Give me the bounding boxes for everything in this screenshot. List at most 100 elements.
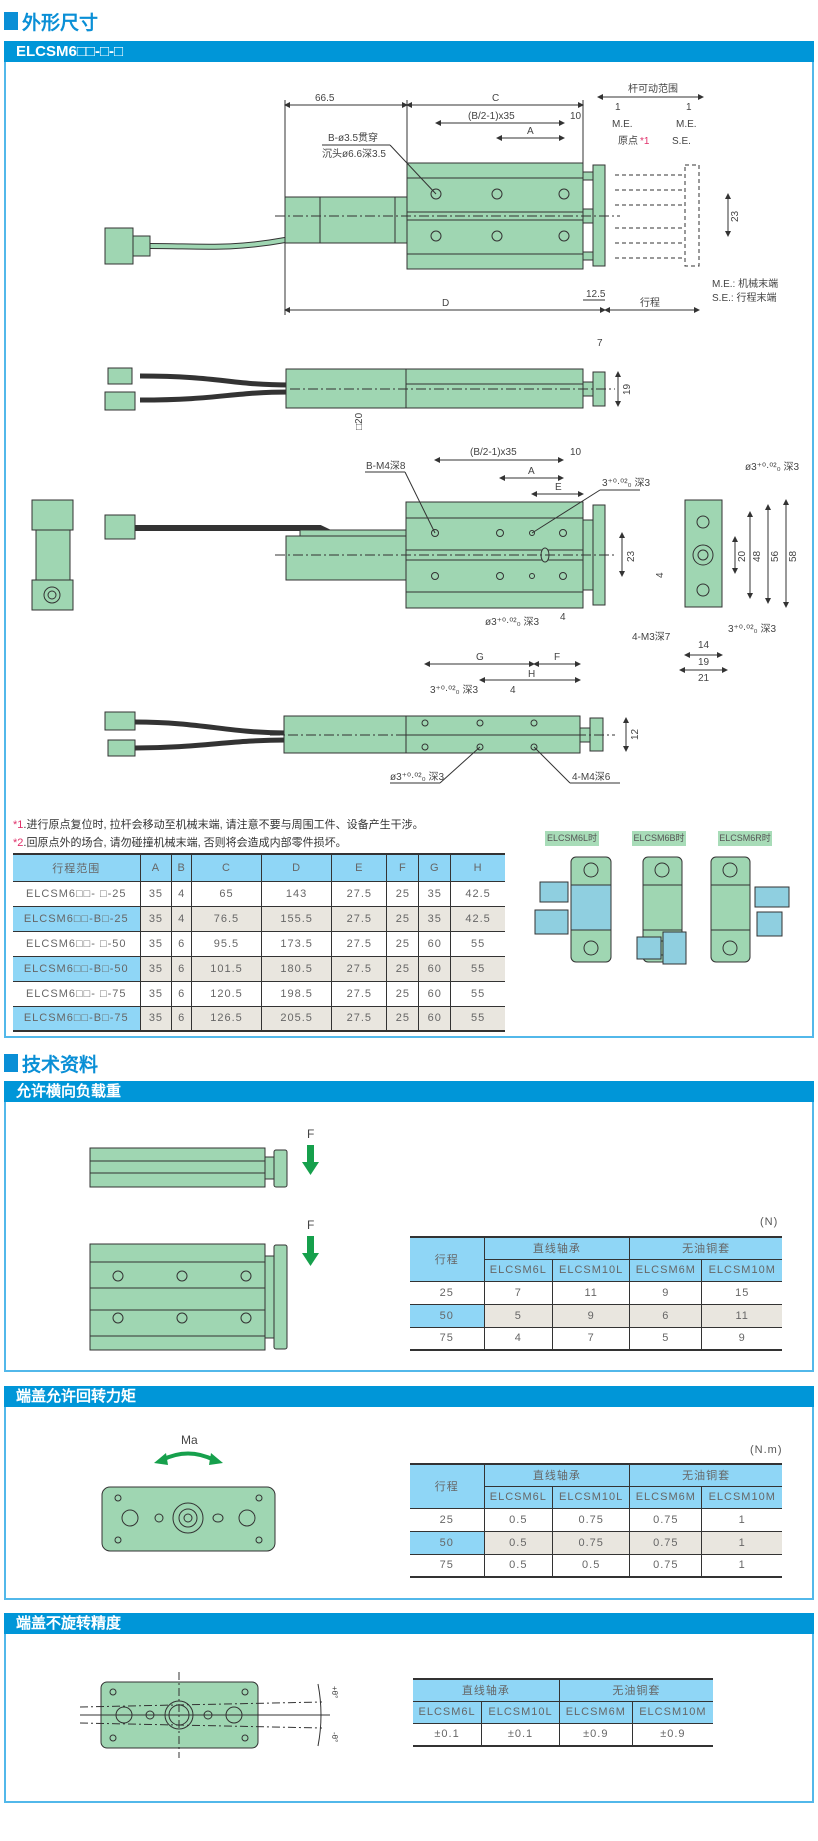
stroke-cell: 25 (410, 1507, 484, 1531)
load-unit: (N) (760, 1216, 779, 1228)
table-cell: 27.5 (331, 930, 387, 956)
value-cell: 1 (701, 1507, 782, 1531)
row-model: ELCSM6□□- □-25 (13, 880, 140, 906)
value-cell: 0.5 (552, 1553, 630, 1577)
column-header: 行程范围 (13, 854, 140, 881)
value-cell: 5 (629, 1326, 702, 1350)
group-header: 直线轴承 (483, 1463, 630, 1486)
table-cell: 205.5 (261, 1005, 332, 1031)
model-header: ELCSM6L (483, 1485, 553, 1508)
value-cell: 0.75 (629, 1530, 702, 1554)
table-cell: 4 (171, 905, 192, 931)
table-cell: 25 (386, 1005, 419, 1031)
stroke-header: 行程 (410, 1463, 484, 1508)
model-header: ELCSM6M (558, 1700, 633, 1723)
table-cell: 65 (190, 880, 262, 906)
stroke-cell: 50 (410, 1303, 484, 1327)
row-model: ELCSM6□□- □-75 (13, 980, 140, 1006)
table-cell: 60 (418, 955, 451, 981)
group-header: 直线轴承 (483, 1236, 630, 1259)
stroke-cell: 75 (410, 1553, 484, 1577)
table-group-header-row: 行程直线轴承无油铜套 (410, 1236, 782, 1281)
row-model: ELCSM6□□-B□-75 (13, 1005, 140, 1031)
model-header: ELCSM10M (631, 1700, 713, 1723)
table-cell: 6 (171, 930, 192, 956)
column-header: E (331, 854, 387, 881)
column-header: G (418, 854, 451, 881)
model-header: ELCSM6L (483, 1258, 553, 1281)
precision-title-bar: 端盖不旋转精度 (4, 1613, 814, 1634)
column-header: A (139, 854, 172, 881)
table-cell: 95.5 (190, 930, 262, 956)
value-cell: 6 (629, 1303, 702, 1327)
table-cell: 25 (386, 880, 419, 906)
column-header: D (261, 854, 332, 881)
model-header: ELCSM10L (552, 1258, 630, 1281)
note-mark: *2 (13, 837, 24, 849)
value-cell: 0.5 (483, 1507, 553, 1531)
value-cell: ±0.1 (413, 1722, 482, 1746)
table-group-header-row: 直线轴承无油铜套 (413, 1678, 713, 1701)
table-cell: 35 (418, 880, 451, 906)
column-header: B (171, 854, 192, 881)
table-cell: 6 (171, 955, 192, 981)
value-cell: 9 (629, 1280, 702, 1304)
stroke-cell: 75 (410, 1326, 484, 1350)
value-cell: 0.75 (629, 1507, 702, 1531)
table-cell: 198.5 (261, 980, 332, 1006)
table-cell: 42.5 (450, 905, 505, 931)
value-cell: 0.5 (483, 1530, 553, 1554)
table-cell: 173.5 (261, 930, 332, 956)
stroke-header: 行程 (410, 1236, 484, 1281)
model-header: ELCSM6L (413, 1700, 482, 1723)
value-cell: 0.75 (552, 1507, 630, 1531)
table-cell: 6 (171, 1005, 192, 1031)
value-cell: 11 (552, 1280, 630, 1304)
value-cell: ±0.9 (558, 1722, 633, 1746)
note-1: *1.进行原点复位时, 拉杆会移动至机械末端, 请注意不要与周围工件、设备产生干… (13, 816, 424, 832)
table-group-header-row: 行程直线轴承无油铜套 (410, 1463, 782, 1508)
value-cell: ±0.9 (631, 1722, 713, 1746)
table-cell: 27.5 (331, 1005, 387, 1031)
row-model: ELCSM6□□-B□-50 (13, 955, 140, 981)
load-title-bar: 允许横向负载重 (4, 1081, 814, 1102)
table-cell: 27.5 (331, 880, 387, 906)
table-cell: 180.5 (261, 955, 332, 981)
column-header: F (386, 854, 419, 881)
note-text: .回原点外的场合, 请勿碰撞机械末端, 否则将会造成内部零件损坏。 (23, 837, 347, 849)
mount-label-l: ELCSM6L时 (545, 831, 599, 846)
section-square-icon (4, 12, 18, 30)
table-cell: 60 (418, 980, 451, 1006)
row-model: ELCSM6□□-B□-25 (13, 905, 140, 931)
value-cell: 1 (701, 1553, 782, 1577)
value-cell: 9 (701, 1326, 782, 1350)
value-cell: 0.5 (483, 1553, 553, 1577)
stroke-cell: 25 (410, 1280, 484, 1304)
value-cell: 9 (552, 1303, 630, 1327)
model-header: ELCSM6M (629, 1258, 702, 1281)
section-title-text: 外形尺寸 (22, 12, 99, 34)
table-cell: 35 (139, 930, 172, 956)
value-cell: ±0.1 (481, 1722, 560, 1746)
model-header: ELCSM10L (552, 1485, 630, 1508)
table-cell: 27.5 (331, 905, 387, 931)
row-model: ELCSM6□□- □-50 (13, 930, 140, 956)
precision-panel (4, 1634, 814, 1803)
group-header: 无油铜套 (558, 1678, 713, 1701)
table-cell: 126.5 (190, 1005, 262, 1031)
value-cell: 4 (483, 1326, 553, 1350)
section-title-dimensions: 外形尺寸 (4, 10, 99, 34)
table-cell: 143 (261, 880, 332, 906)
mount-label-r: ELCSM6R时 (718, 831, 772, 846)
